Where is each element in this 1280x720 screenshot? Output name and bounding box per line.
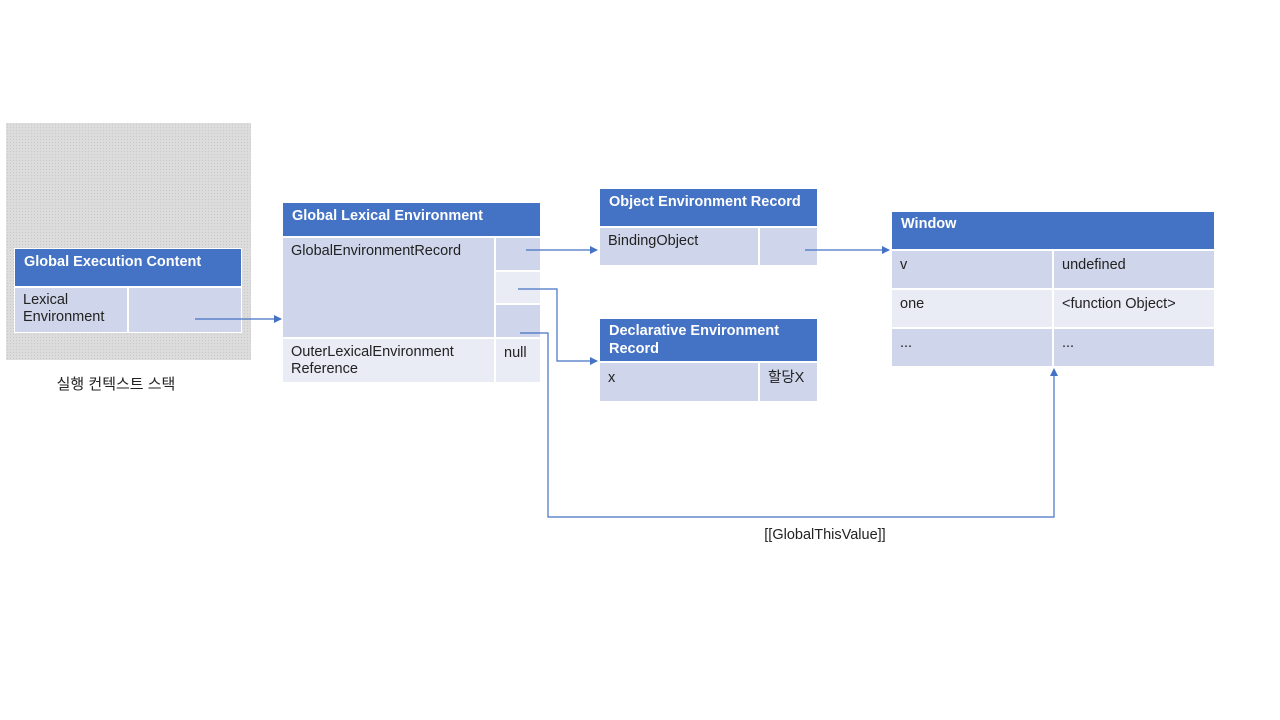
window-row-value: ... (1053, 328, 1215, 367)
global-this-pointer (495, 304, 541, 338)
window-row-key: v (891, 250, 1053, 289)
declarative-row-key: x (599, 362, 759, 402)
window-row-value: undefined (1053, 250, 1215, 289)
binding-object-pointer (759, 227, 818, 266)
lexical-environment-label: Lexical Environment (14, 287, 128, 333)
binding-object-label: BindingObject (599, 227, 759, 266)
window-row-key: one (891, 289, 1053, 328)
object-record-pointer (495, 237, 541, 271)
execution-context-title: Global Execution Content (14, 248, 242, 287)
lexical-environment-pointer (128, 287, 242, 333)
global-environment-record-label: GlobalEnvironmentRecord (282, 237, 495, 338)
outer-reference-value: null (495, 338, 541, 383)
global-this-value-label: [[GlobalThisValue]] (764, 527, 886, 543)
declarative-row-value: 할당X (759, 362, 818, 402)
outer-reference-label: OuterLexicalEnvironment Reference (282, 338, 495, 383)
window-row-value: <function Object> (1053, 289, 1215, 328)
lexical-environment-title: Global Lexical Environment (282, 202, 541, 237)
stack-label: 실행 컨텍스트 스택 (56, 376, 176, 393)
object-record-title: Object Environment Record (599, 188, 818, 227)
declarative-record-title: Declarative Environment Record (599, 318, 818, 362)
window-row-key: ... (891, 328, 1053, 367)
window-title: Window (891, 211, 1215, 250)
declarative-record-pointer (495, 271, 541, 304)
